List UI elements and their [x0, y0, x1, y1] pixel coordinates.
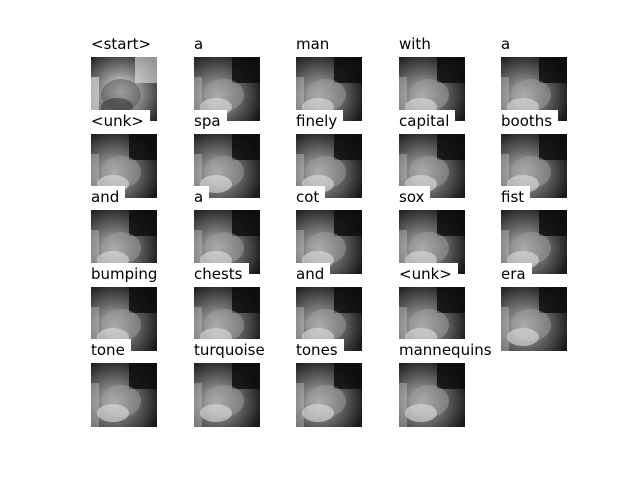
- word-label: tones: [294, 339, 344, 361]
- word-attention-panel: booths: [499, 110, 567, 198]
- word-label: cot: [294, 186, 326, 208]
- word-label: chests: [192, 263, 249, 285]
- attention-map-image: [399, 363, 465, 427]
- word-label: turquoise: [192, 339, 271, 361]
- word-attention-panel: tones: [294, 339, 362, 427]
- attention-map-image: [501, 287, 567, 351]
- word-attention-panel: tone: [89, 339, 157, 427]
- word-label: booths: [499, 110, 559, 132]
- word-label: with: [397, 33, 437, 55]
- attention-map-image: [194, 363, 260, 427]
- word-label: and: [294, 263, 331, 285]
- word-label: sox: [397, 186, 431, 208]
- word-attention-panel: <start>: [89, 33, 158, 121]
- word-attention-panel: spa: [192, 110, 260, 198]
- word-attention-panel: finely: [294, 110, 362, 198]
- word-label: finely: [294, 110, 344, 132]
- word-label: fist: [499, 186, 531, 208]
- word-attention-panel: turquoise: [192, 339, 271, 427]
- attention-map-image: [296, 363, 362, 427]
- word-label: <start>: [89, 33, 158, 55]
- word-label: mannequins: [397, 339, 498, 361]
- attention-map-image: [399, 134, 465, 198]
- word-label: <unk>: [89, 110, 150, 132]
- word-attention-panel: era: [499, 263, 567, 351]
- word-label: a: [192, 33, 210, 55]
- word-attention-panel: mannequins: [397, 339, 498, 427]
- word-attention-panel: capital: [397, 110, 465, 198]
- word-label: man: [294, 33, 336, 55]
- word-label: a: [192, 186, 210, 208]
- word-label: <unk>: [397, 263, 458, 285]
- word-label: capital: [397, 110, 456, 132]
- word-label: era: [499, 263, 532, 285]
- attention-map-image: [91, 363, 157, 427]
- word-label: a: [499, 33, 517, 55]
- word-label: tone: [89, 339, 131, 361]
- word-label: and: [89, 186, 126, 208]
- word-label: bumping: [89, 263, 164, 285]
- attention-map-image: [296, 134, 362, 198]
- word-label: spa: [192, 110, 227, 132]
